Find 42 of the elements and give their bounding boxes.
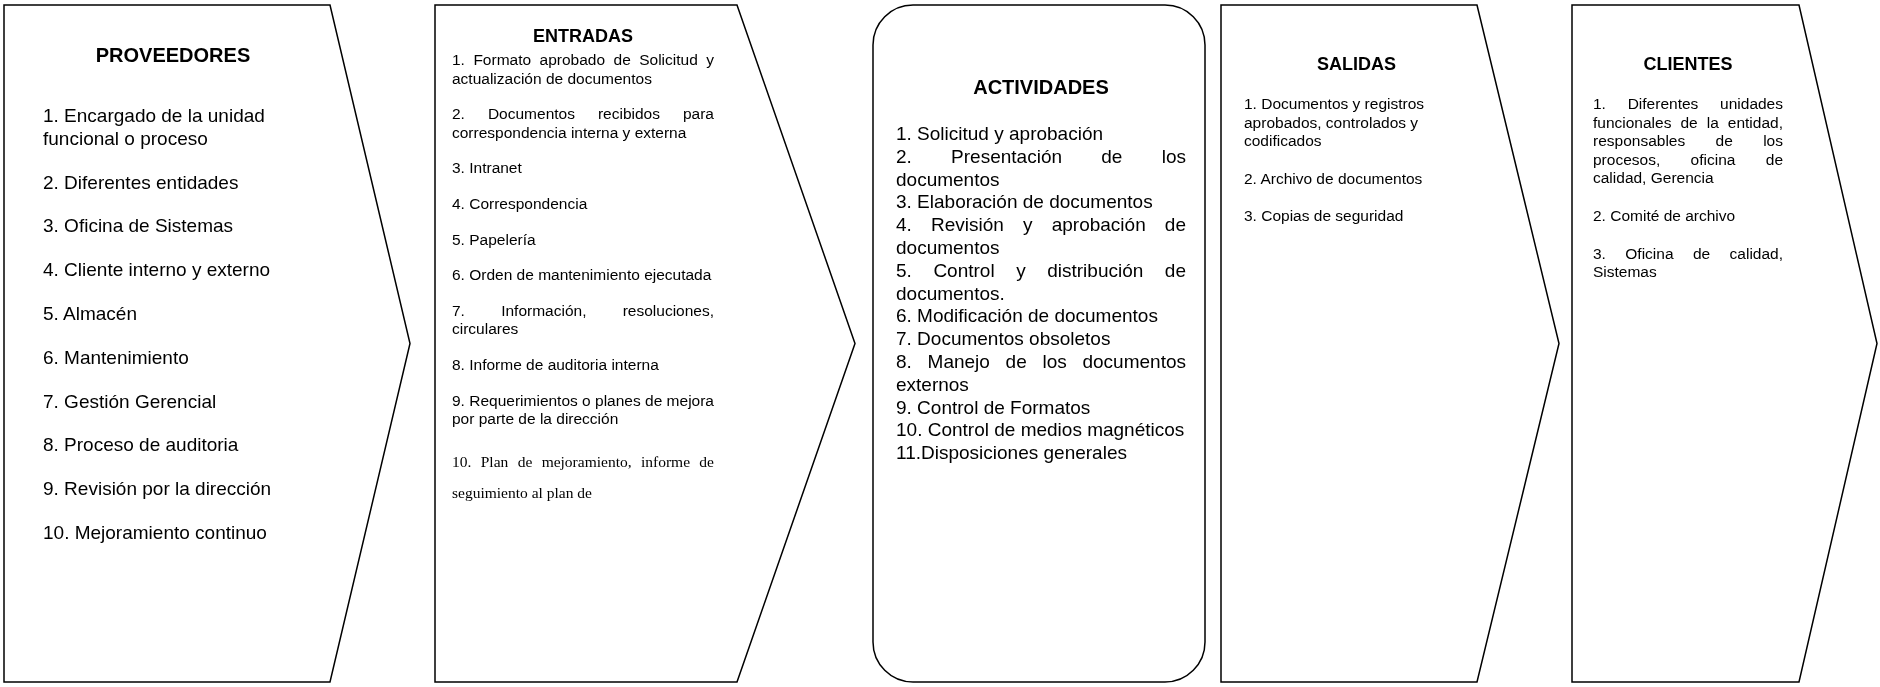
list-item: 1. Documentos y registros aprobados, controlados y codificados [1244, 95, 1426, 151]
list-item: 2. Documentos recibidos para correspondencia interna y externa [452, 105, 714, 143]
list-item: 10. Control de medios magnéticos [896, 419, 1186, 443]
list-item: 3. Oficina de Sistemas [43, 215, 235, 239]
list-item: 8. Informe de auditoria interna [452, 355, 660, 375]
list-item: 6. Mantenimiento [43, 346, 190, 370]
column-heading: ENTRADAS [532, 26, 634, 47]
list-item: 3. Elaboración de documentos [896, 191, 1154, 215]
list-item: 4. Cliente interno y externo [43, 259, 272, 282]
list-item: 2. Diferentes entidades [43, 171, 240, 195]
list-item: 3. Oficina de calidad, Sistemas [1593, 244, 1783, 282]
list-item: 9. Requerimientos o planes de mejora por parte de la dirección [452, 391, 714, 429]
column-heading: CLIENTES [1642, 54, 1734, 75]
list-item: 1. Solicitud y aprobación [896, 123, 1104, 146]
list-item: 1. Encargado de la unidad funcional o proceso [43, 105, 266, 151]
list-item: 8. Proceso de auditoria [43, 434, 240, 458]
list-item: 2. Archivo de documentos [1244, 169, 1424, 189]
list-item: 3. Copias de seguridad [1244, 207, 1405, 226]
list-item: 4. Revisión y aprobación de documentos [896, 214, 1186, 260]
list-item: 2. Comité de archivo [1593, 206, 1737, 226]
column-heading: SALIDAS [1316, 54, 1397, 75]
list-item: 7. Información, resoluciones, circulares [452, 301, 714, 339]
list-item: 5. Papelería [452, 230, 537, 250]
list-item: 2. Presentación de los documentos [896, 145, 1186, 192]
list-item: 7. Documentos obsoletos [896, 328, 1112, 351]
list-item: 8. Manejo de los documentos externos [896, 350, 1186, 397]
list-item: 11.Disposiciones generales [896, 442, 1128, 465]
list-item: 10. Mejoramiento continuo [43, 521, 268, 545]
list-item: 1. Formato aprobado de Solicitud y actualización de documentos [452, 51, 714, 89]
list-item: 1. Diferentes unidades funcionales de la entidad, responsables de los procesos, oficina de calidad, Gerencia [1593, 95, 1783, 188]
list-item: 10. Plan de mejoramiento, informe de seguimiento al plan de [452, 451, 714, 503]
list-item: 7. Gestión Gerencial [43, 390, 218, 414]
list-item: 5. Almacén [43, 303, 138, 326]
column-heading: PROVEEDORES [94, 44, 252, 67]
list-item: 9. Control de Formatos [896, 396, 1092, 420]
list-item: 5. Control y distribución de documentos. [896, 259, 1186, 306]
list-item: 3. Intranet [452, 159, 523, 178]
list-item: 6. Orden de mantenimiento ejecutada [452, 266, 713, 285]
list-item: 4. Correspondencia [452, 194, 589, 214]
list-item: 9. Revisión por la dirección [43, 478, 273, 501]
list-item: 6. Modificación de documentos [896, 305, 1159, 329]
column-heading: ACTIVIDADES [972, 76, 1110, 99]
